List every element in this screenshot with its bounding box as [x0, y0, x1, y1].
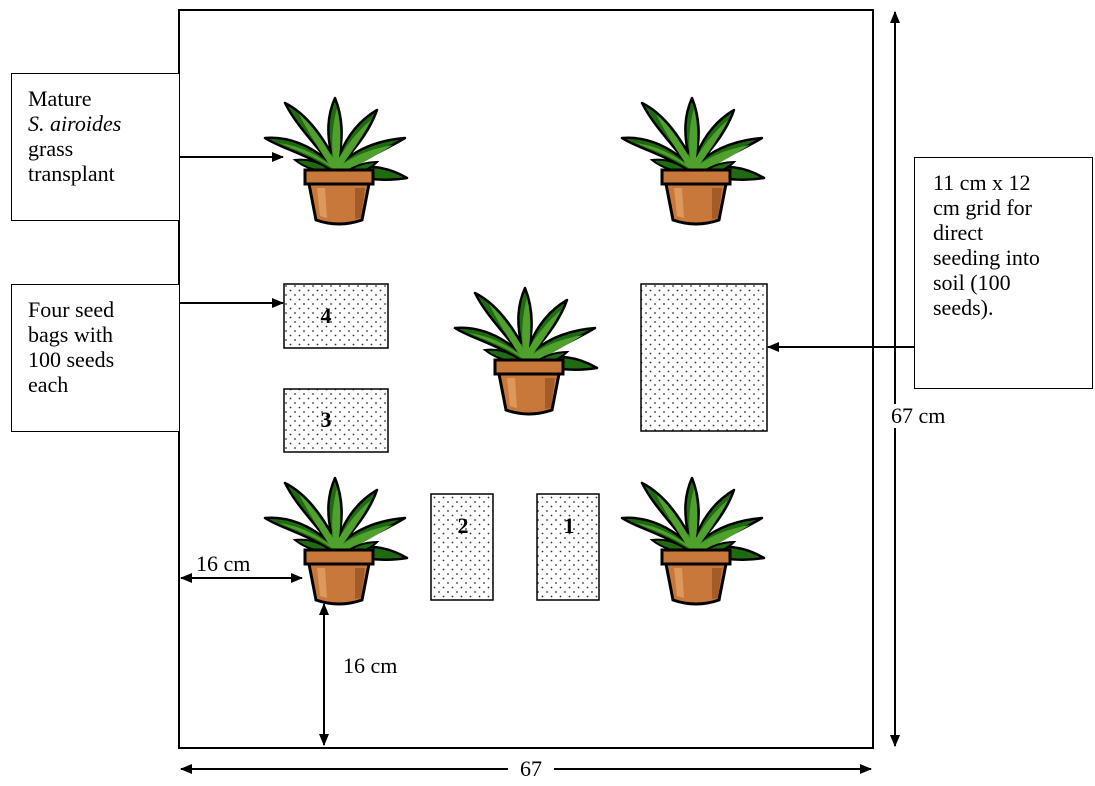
transplant-callout-line1: Mature — [28, 86, 179, 111]
seed-bag-label: 2 — [458, 513, 469, 538]
seed-bags-callout-line1: Four seed — [28, 297, 179, 322]
seed-bag-label: 1 — [564, 513, 575, 538]
seed-bags-callout-line4: each — [28, 372, 179, 397]
left-offset-label: 16 cm — [196, 552, 250, 576]
seed-bags-callout: Four seed bags with 100 seeds each — [11, 284, 180, 432]
seed-bag-1: 1 — [537, 494, 599, 600]
grid-callout-line4: seeding into — [933, 245, 1092, 270]
transplant-callout: Mature S. airoides grass transplant — [11, 73, 180, 221]
bottom-offset-label: 16 cm — [343, 654, 397, 678]
transplant-callout-species: S. airoides — [28, 111, 179, 136]
height-dimension-label: 67 cm — [889, 404, 947, 428]
transplant-callout-line4: transplant — [28, 161, 179, 186]
width-dimension-label: 67 — [508, 757, 554, 781]
seed-bags-callout-line3: 100 seeds — [28, 347, 179, 372]
grid-callout: 11 cm x 12 cm grid for direct seeding in… — [914, 157, 1093, 389]
transplant-callout-line3: grass — [28, 136, 179, 161]
grid-callout-line6: seeds). — [933, 295, 1092, 320]
grid-callout-line2: cm grid for — [933, 195, 1092, 220]
direct-seeding-grid — [641, 284, 767, 431]
seed-bags-callout-line2: bags with — [28, 322, 179, 347]
grid-callout-line3: direct — [933, 220, 1092, 245]
seed-bag-4: 4 — [284, 284, 388, 348]
seed-bag-3: 3 — [284, 389, 388, 452]
seed-bag-label: 4 — [321, 303, 332, 328]
seed-bag-2: 2 — [431, 494, 493, 600]
grid-callout-line1: 11 cm x 12 — [933, 170, 1092, 195]
seed-bag-label: 3 — [321, 407, 332, 432]
grid-callout-line5: soil (100 — [933, 270, 1092, 295]
